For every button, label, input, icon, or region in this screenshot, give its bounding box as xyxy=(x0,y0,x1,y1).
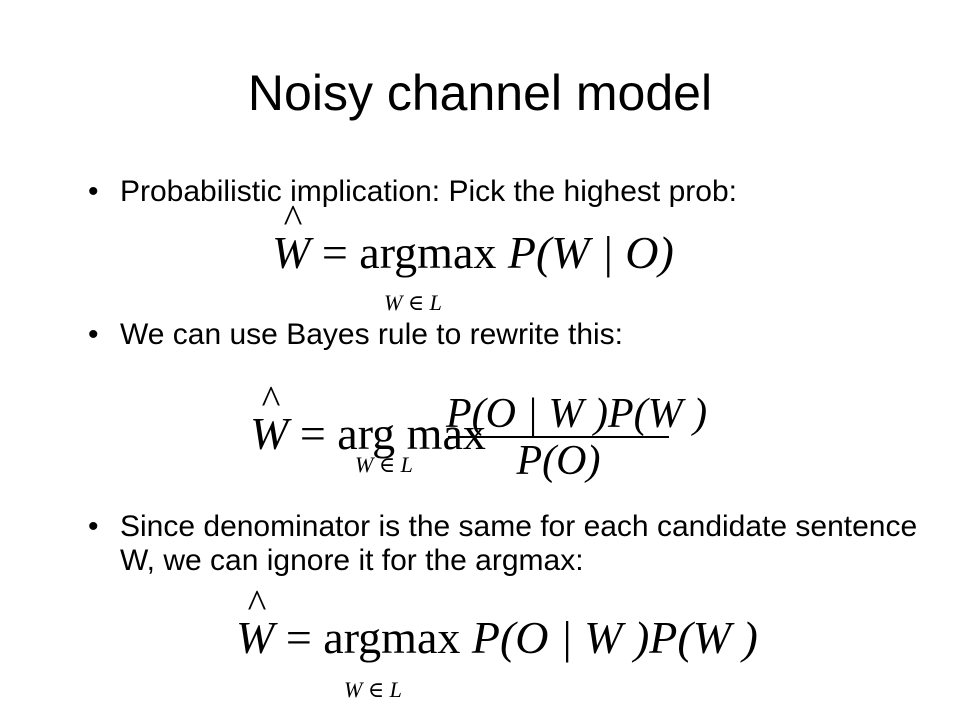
equals-argmax: = argmax xyxy=(310,227,508,278)
fraction-denominator: P(O) xyxy=(516,438,601,484)
equation-argmax-posterior: ^W = argmax P(W | O) W ∈ L xyxy=(272,196,674,315)
equation-argmax-likelihood-prior: ^W = argmax P(O | W )P(W ) W ∈ L xyxy=(236,581,758,702)
equals-argmax: = arg max xyxy=(288,408,486,459)
equals-argmax: = argmax xyxy=(274,612,472,663)
argmax-subscript: W ∈ L xyxy=(384,290,442,315)
bullet-item: • We can use Bayes rule to rewrite this: xyxy=(88,318,948,352)
w-hat-symbol: ^W xyxy=(250,377,289,459)
slide-title: Noisy channel model xyxy=(247,65,713,121)
argmax-subscript: W ∈ L xyxy=(355,452,413,477)
argmax-subscript: W ∈ L xyxy=(344,677,402,702)
w-hat-symbol: ^W xyxy=(236,581,275,663)
bullet-text: Probabilistic implication: Pick the high… xyxy=(120,175,737,208)
bullet-dot-icon: • xyxy=(88,318,99,351)
likelihood-prior-term: P(O | W )P(W ) xyxy=(471,612,758,663)
fraction-numerator: P(O | W )P(W ) xyxy=(446,391,708,437)
w-hat-symbol: ^W xyxy=(272,196,311,278)
bullet-dot-icon: • xyxy=(88,175,99,208)
bullet-item: • Probabilistic implication: Pick the hi… xyxy=(88,175,948,209)
bullet-text: Since denominator is the same for each c… xyxy=(120,510,918,577)
bullet-text: We can use Bayes rule to rewrite this: xyxy=(120,318,623,351)
bullet-item: • Since denominator is the same for each… xyxy=(88,510,948,578)
fraction-bar xyxy=(448,436,669,438)
bayes-fraction: P(O | W )P(W ) P(O) xyxy=(446,391,708,484)
posterior-term: P(W | O) xyxy=(507,227,674,278)
bullet-dot-icon: • xyxy=(88,510,99,543)
